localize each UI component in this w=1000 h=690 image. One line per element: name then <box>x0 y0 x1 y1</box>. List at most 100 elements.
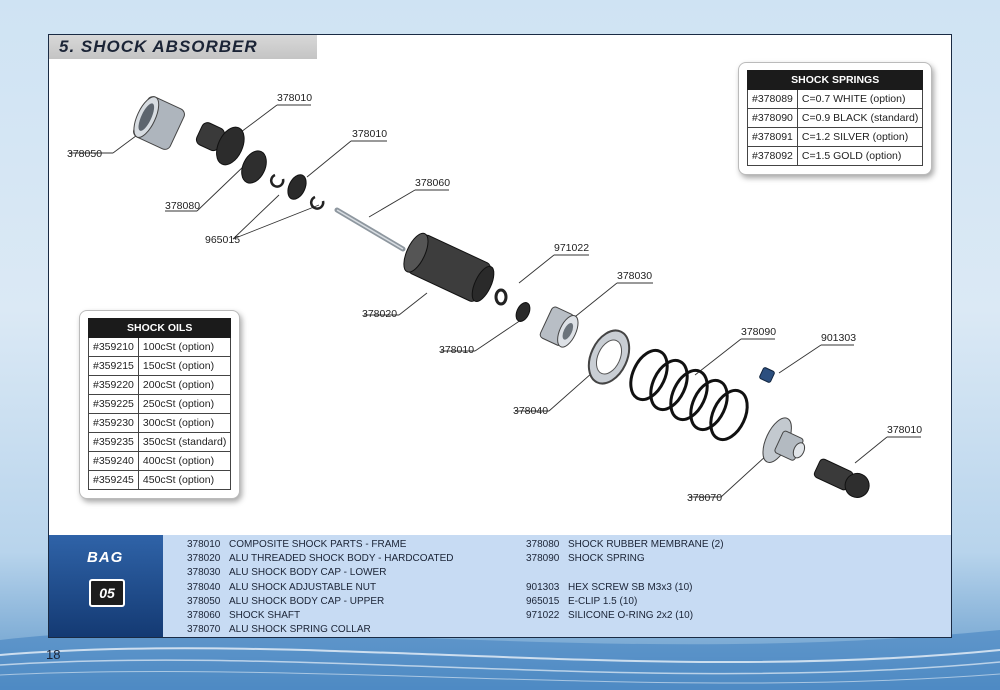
part-378010-rod-end <box>813 458 870 498</box>
part-code: 378050 <box>187 595 221 607</box>
part-code: 378090 <box>526 553 560 565</box>
part-378070 <box>762 417 806 463</box>
part-378080 <box>241 150 267 184</box>
callout-378030: 378030 <box>617 270 652 282</box>
instruction-panel: 5. SHOCK ABSORBER <box>48 34 952 638</box>
part-desc: ALU SHOCK BODY CAP - UPPER <box>229 595 385 607</box>
part-code: #359225 <box>88 394 139 414</box>
part-code: 901303 <box>526 582 560 593</box>
part-965015-clip-a <box>270 173 285 188</box>
part-desc: C=1.2 SILVER (option) <box>796 127 924 147</box>
part-378030 <box>539 306 579 348</box>
list-item: 378050 ALU SHOCK BODY CAP - UPPER <box>187 595 453 609</box>
part-code: 378080 <box>526 539 560 550</box>
part-desc: 100cSt (option) <box>137 337 232 357</box>
part-desc: 200cSt (option) <box>137 375 232 395</box>
part-code: 378040 <box>187 581 221 593</box>
part-code: 378070 <box>187 624 221 636</box>
part-desc: C=1.5 GOLD (option) <box>796 146 924 166</box>
part-desc: COMPOSITE SHOCK PARTS - FRAME <box>229 539 407 550</box>
bag-label: BAG <box>87 549 124 566</box>
part-desc: ALU SHOCK SPRING COLLAR <box>229 624 371 636</box>
callout-378010-a: 378010 <box>277 92 312 104</box>
part-code: #359230 <box>88 413 139 433</box>
part-code: 378060 <box>187 610 221 622</box>
part-desc: HEX SCREW SB M3x3 (10) <box>568 582 693 593</box>
list-item: 378020 ALU THREADED SHOCK BODY - HARDCOAT… <box>187 552 453 566</box>
callout-378060: 378060 <box>415 177 450 189</box>
part-378090 <box>629 348 749 442</box>
part-code: 378010 <box>187 539 221 550</box>
list-item: 971022 SILICONE O-RING 2x2 (10) <box>526 609 693 623</box>
callout-378070: 378070 <box>687 492 722 504</box>
part-desc: ALU SHOCK BODY CAP - LOWER <box>229 567 387 579</box>
part-code: 378020 <box>187 553 221 565</box>
part-code: #378089 <box>747 89 798 109</box>
part-965015-clip-b <box>310 195 325 210</box>
list-item: 378070 ALU SHOCK SPRING COLLAR <box>187 623 453 637</box>
background-swoosh <box>0 630 1000 690</box>
part-desc: ALU THREADED SHOCK BODY - HARDCOATED <box>229 553 454 565</box>
callout-378010-c: 378010 <box>439 344 474 356</box>
part-378050 <box>133 96 185 150</box>
callout-378050: 378050 <box>67 148 102 160</box>
part-901303 <box>759 367 775 383</box>
part-378010-small <box>515 302 531 322</box>
part-code: 971022 <box>526 610 560 622</box>
section-title: 5. SHOCK ABSORBER <box>59 37 258 56</box>
shock-springs-title: SHOCK SPRINGS <box>746 70 924 90</box>
callout-378010-b: 378010 <box>352 128 387 140</box>
part-code: #378090 <box>747 108 798 128</box>
part-code: 378030 <box>187 567 221 579</box>
part-desc: 350cSt (standard) <box>137 432 232 452</box>
parts-list-right-top: 378080 SHOCK RUBBER MEMBRANE (2) 378090 SH… <box>526 538 724 566</box>
part-desc: 150cSt (option) <box>137 356 232 376</box>
part-desc: C=0.9 BLACK (standard) <box>796 108 924 128</box>
callout-378010-d: 378010 <box>887 424 922 436</box>
section-title-bar: 5. SHOCK ABSORBER <box>49 35 317 59</box>
callout-901303: 901303 <box>821 332 856 344</box>
exploded-shock-diagram: 378050 378010 378010 378080 965015 37806… <box>67 92 922 504</box>
part-desc: SHOCK RUBBER MEMBRANE (2) <box>568 539 724 550</box>
part-code: #359215 <box>88 356 139 376</box>
part-desc: 400cSt (option) <box>137 451 232 471</box>
part-desc: 450cSt (option) <box>137 470 232 490</box>
part-code: #359235 <box>88 432 139 452</box>
part-desc: 300cSt (option) <box>137 413 232 433</box>
parts-list-left: 378010 COMPOSITE SHOCK PARTS - FRAME 3780… <box>187 538 453 637</box>
part-desc: E-CLIP 1.5 (10) <box>568 596 638 608</box>
part-code: #359210 <box>88 337 139 357</box>
list-item: 378030 ALU SHOCK BODY CAP - LOWER <box>187 566 453 580</box>
part-code: #359220 <box>88 375 139 395</box>
part-desc: SILICONE O-RING 2x2 (10) <box>568 610 694 622</box>
part-code: #378092 <box>747 146 798 166</box>
part-971022 <box>494 288 508 306</box>
part-desc: ALU SHOCK ADJUSTABLE NUT <box>229 581 377 593</box>
part-code: #359245 <box>88 470 139 490</box>
part-desc: 250cSt (option) <box>137 394 232 414</box>
list-item: 378040 ALU SHOCK ADJUSTABLE NUT <box>187 581 453 595</box>
shock-oils-title: SHOCK OILS <box>87 318 232 338</box>
part-378010-top <box>195 122 245 166</box>
callout-378020: 378020 <box>362 308 397 320</box>
callout-378040: 378040 <box>513 405 548 417</box>
list-item: 901303 HEX SCREW SB M3x3 (10) <box>526 581 693 595</box>
list-item: 378080 SHOCK RUBBER MEMBRANE (2) <box>526 538 724 552</box>
